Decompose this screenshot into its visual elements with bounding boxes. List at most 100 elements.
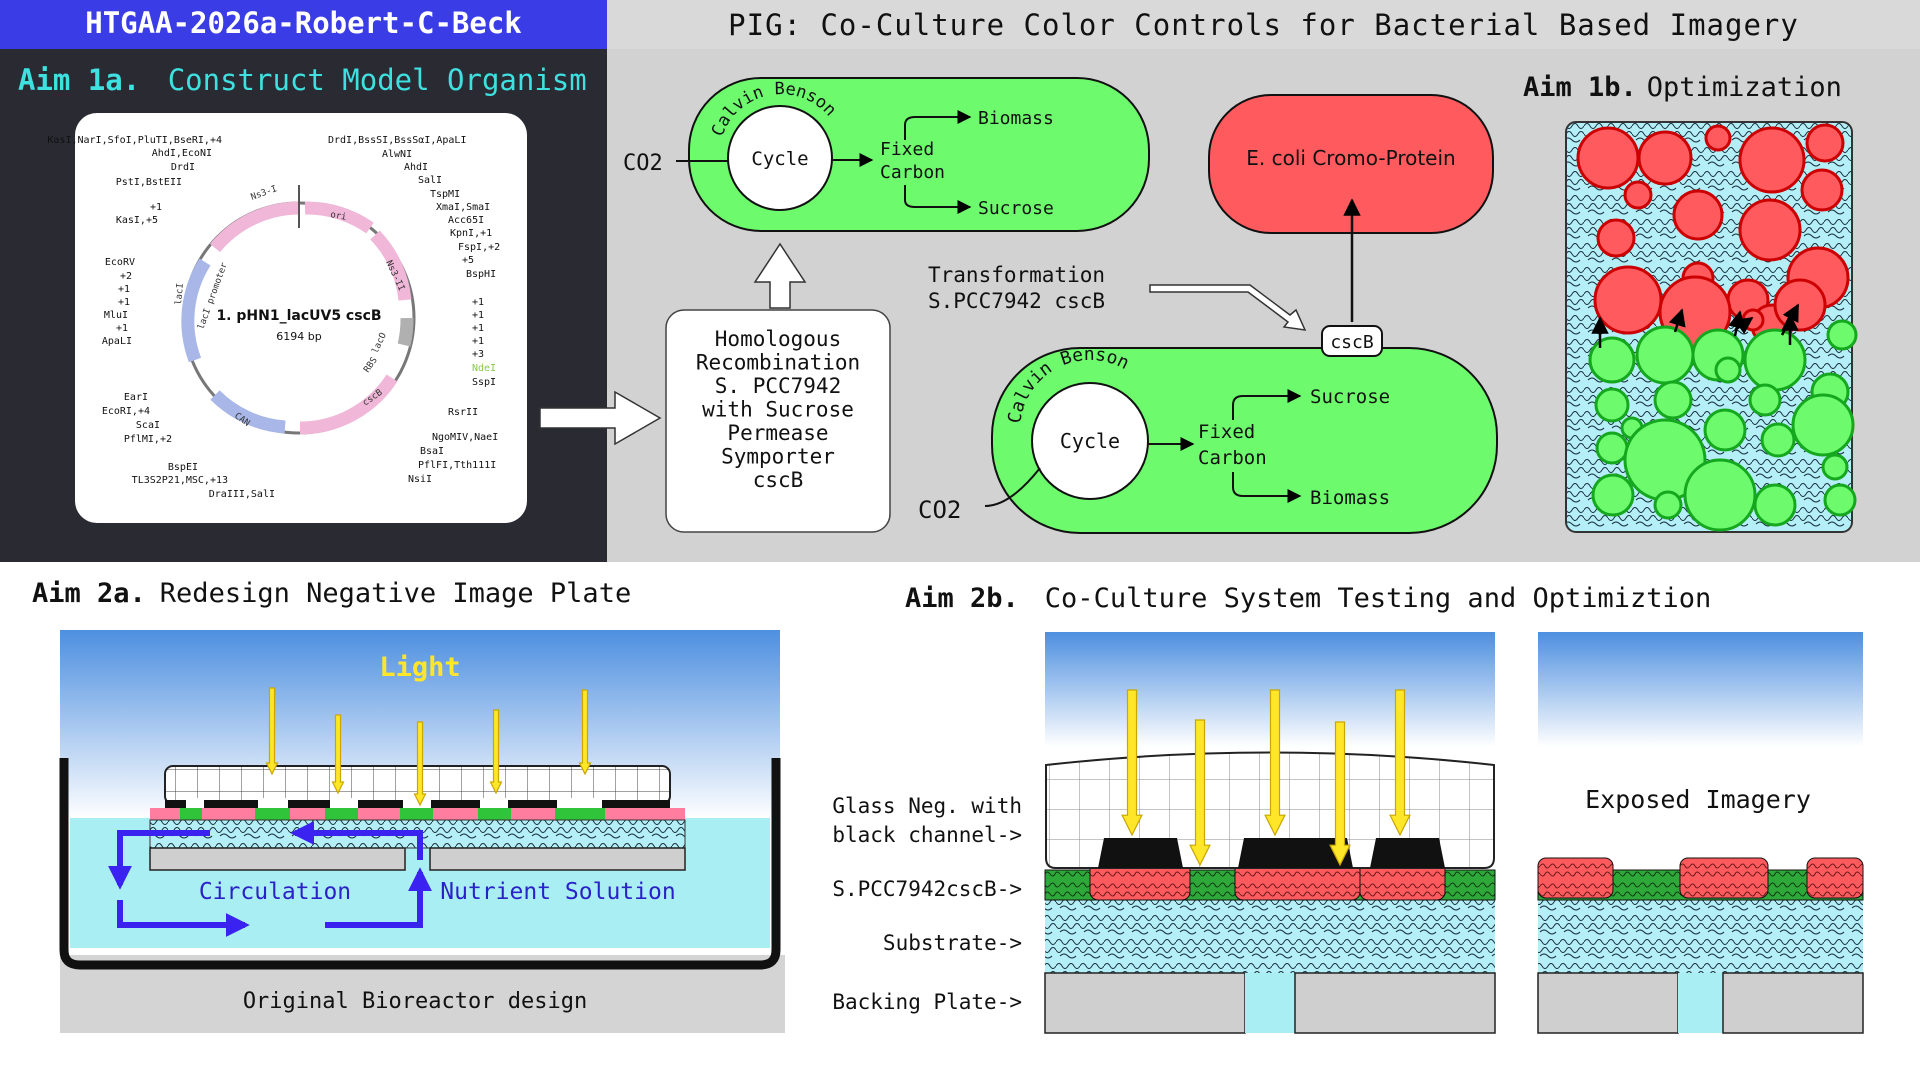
exposed-label: Exposed Imagery — [1585, 785, 1811, 814]
cscb-label: cscB — [1330, 332, 1373, 353]
clear-window — [330, 798, 358, 808]
clear-window — [258, 798, 288, 808]
green-window — [325, 808, 358, 820]
restriction-site-label: EcoRI,+4 — [102, 406, 150, 417]
restriction-site-label: EcoRV — [105, 257, 135, 268]
reactor-tank — [59, 758, 781, 970]
plasmid-card — [75, 113, 527, 523]
restriction-site-label: NsiI — [408, 474, 432, 485]
cyano-colony — [1591, 473, 1635, 517]
ecoli-colony — [1596, 218, 1636, 258]
feature-can — [210, 390, 286, 434]
circ-arrow-3 — [325, 867, 432, 928]
exposed-backing-left — [1537, 972, 1679, 1034]
restriction-site-label: AhdI — [404, 162, 428, 173]
cyano-colony — [1753, 483, 1797, 527]
backing-right-2b — [1294, 972, 1496, 1034]
recombination-line: Permease — [727, 421, 828, 445]
light-arrow — [489, 709, 503, 795]
feature-lacO — [397, 317, 414, 347]
clear-window — [557, 798, 602, 808]
exposed-backing-right — [1722, 972, 1864, 1034]
cyano-colony — [1635, 325, 1695, 385]
restriction-site-label: PflFI,Tth111I — [418, 460, 496, 471]
light-arrow — [1264, 689, 1286, 837]
feature-cscb — [299, 374, 398, 435]
cyano-colony — [1791, 393, 1855, 457]
restriction-site-label: +5 — [462, 255, 474, 266]
restriction-site-label: +1 — [116, 323, 128, 334]
arrow-to-cell1 — [753, 242, 807, 309]
ecoli-colony — [1637, 130, 1693, 186]
cyano-colony — [1683, 458, 1757, 532]
restriction-site-label: AlwNI — [382, 149, 412, 160]
cyano-colony — [1760, 422, 1796, 458]
feature-laci — [181, 258, 211, 363]
layer-label-substrate: Substrate-> — [883, 931, 1022, 955]
cell2-to-biomass — [1232, 472, 1302, 503]
cyano-colony — [1823, 483, 1857, 517]
sucrose-flow-arrow — [1668, 308, 1686, 333]
cell2-sucrose-label: Sucrose — [1310, 386, 1390, 408]
ecoli-colony — [1623, 180, 1653, 210]
black-channel — [1370, 838, 1445, 868]
light-arrow — [1121, 689, 1143, 837]
ecoli-colony — [1741, 308, 1765, 332]
circ-arrow-1 — [108, 830, 210, 890]
cell1-to-sucrose — [904, 185, 972, 214]
ecoli-colony — [1738, 126, 1806, 194]
culture-strip-2a — [150, 798, 685, 820]
cyano-colony — [1826, 319, 1858, 351]
cell1-to-biomass — [904, 110, 972, 140]
cell2-cycle-label: Cycle — [1060, 429, 1120, 453]
aim2b-heading: Aim 2b.Co-Culture System Testing and Opt… — [905, 583, 1711, 614]
recombination-line: cscB — [753, 468, 804, 492]
restriction-site-label: FspI,+2 — [458, 242, 500, 253]
cyano-colony — [1703, 408, 1747, 452]
green-window — [555, 808, 605, 820]
restriction-site-label: EarI — [124, 392, 148, 403]
ecoli-colony — [1576, 126, 1640, 190]
restriction-site-label: DraIII,SalI — [209, 489, 275, 500]
restriction-site-label: +3 — [472, 349, 484, 360]
cell2-cycle-circle — [1031, 382, 1149, 500]
green-window — [180, 808, 202, 820]
arrow-to-recombination — [539, 390, 662, 446]
plasmid-feature-label: lacI — [174, 283, 186, 305]
restriction-site-label: DrdI,BssSI,BssSαI,ApaLI — [328, 135, 466, 146]
aim1a-heading: Aim 1a. Construct Model Organism — [18, 63, 587, 97]
circ-arrow-4 — [290, 821, 423, 860]
restriction-sites-left: KasI,NarI,SfoI,PluTI,BseRI,+4AhdI,EcoNID… — [47, 135, 275, 500]
cyano-colony — [1595, 431, 1629, 465]
sucrose-flow-arrow — [1780, 303, 1800, 336]
restriction-site-label: PstI,BstEII — [116, 177, 182, 188]
cell2-co2-line — [984, 467, 1041, 507]
restriction-site-label: RsrII — [448, 407, 478, 418]
restriction-site-label: KpnI,+1 — [450, 228, 492, 239]
plasmid-feature-label: ori — [329, 210, 347, 223]
restriction-site-label: DrdI — [171, 162, 195, 173]
restriction-site-label: ScaI — [136, 420, 160, 431]
ecoli-colony — [1738, 198, 1802, 262]
black-channel — [1098, 838, 1183, 868]
substrate-2b — [1045, 898, 1495, 973]
recombination-line: S. PCC7942 — [715, 374, 841, 398]
backing-left-2a — [149, 847, 406, 871]
cell1-co2-label: CO2 — [623, 151, 663, 176]
clear-window — [186, 798, 204, 808]
black-channel — [1238, 838, 1353, 868]
light-arrow — [1389, 689, 1411, 837]
cscb-transporter — [1321, 325, 1383, 357]
recombination-box — [665, 309, 891, 533]
green-window — [255, 808, 290, 820]
circulation-loop — [108, 821, 432, 937]
restriction-site-label: KasI,+5 — [116, 215, 158, 226]
ecoli-label: E. coli Cromo-Protein — [1246, 146, 1455, 170]
cell1-cycle-circle — [727, 105, 833, 211]
cyano-colony — [1653, 490, 1683, 520]
restriction-site-label: BspHI — [466, 269, 496, 280]
clear-window — [480, 798, 508, 808]
